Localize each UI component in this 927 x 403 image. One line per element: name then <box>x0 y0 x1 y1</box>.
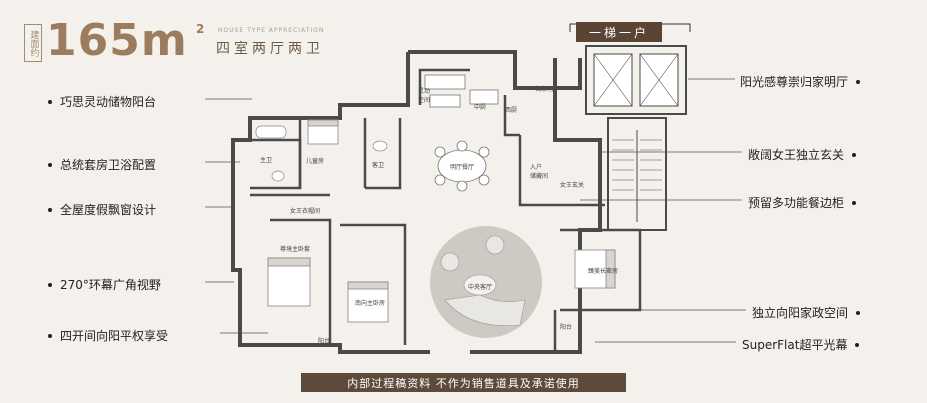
feature-left-4: 270°环幕广角视野 <box>48 276 161 293</box>
kitchen-counters <box>424 74 499 108</box>
room-laundry-label: 灵动 空间 <box>418 88 431 104</box>
area-unit-superscript: 2 <box>196 22 205 36</box>
lift-badge: 一梯一户 <box>576 22 662 42</box>
feature-right-1: 阳光感尊崇归家明厅 <box>740 73 861 90</box>
bullet-dot-icon <box>855 342 860 347</box>
bullet-dot-icon <box>48 282 52 287</box>
feature-left-2-text: 总统套房卫浴配置 <box>60 158 157 172</box>
room-dining-label: 明厅餐厅 <box>450 164 475 171</box>
feature-right-2: 敞阔女王独立玄关 <box>748 146 857 163</box>
room-queen-closet-label: 女王衣帽间 <box>290 208 321 215</box>
room-living-label: 中央客厅 <box>468 284 493 291</box>
feature-left-3: 全屋度假飘窗设计 <box>48 201 156 218</box>
bullet-dot-icon <box>856 79 861 84</box>
feature-left-5: 四开间向阳平权享受 <box>48 327 168 344</box>
english-subtitle: HOUSE TYPE APPRECIATION <box>218 27 325 34</box>
room-queen-foyer-label: 女王玄关 <box>560 182 585 189</box>
elevator-core <box>585 45 687 115</box>
feature-left-2: 总统套房卫浴配置 <box>48 156 156 173</box>
bullet-dot-icon <box>48 207 52 212</box>
area-badge: 建面约 <box>24 24 42 62</box>
feature-left-4-text: 270°环幕广角视野 <box>60 278 161 292</box>
room-guest-bath-label: 客卫 <box>372 162 385 169</box>
feature-right-3-text: 预留多功能餐边柜 <box>748 196 845 210</box>
room-return-hall-label: 归家明厅 <box>535 86 560 93</box>
staircase <box>607 117 667 231</box>
feature-right-1-text: 阳光感尊崇归家明厅 <box>740 75 849 89</box>
room-secondary-bedroom-label: 南向主卧房 <box>355 300 386 307</box>
bullet-dot-icon <box>48 99 52 104</box>
interior-walls <box>250 68 642 350</box>
beds <box>267 119 616 323</box>
house-type-title: 四室两厅两卫 <box>216 41 324 57</box>
living-room-rug <box>430 226 542 338</box>
feature-right-5: SuperFlat超平光幕 <box>742 336 860 353</box>
room-master-bedroom-label: 尊境主卧套 <box>280 246 311 253</box>
feature-left-3-text: 全屋度假飘窗设计 <box>60 203 157 217</box>
area-badge-text: 建面约 <box>28 29 39 57</box>
feature-right-4-text: 独立向阳家政空间 <box>752 306 849 320</box>
room-entry-storage-label: 入户 储藏间 <box>530 164 549 180</box>
feature-right-3: 预留多功能餐边柜 <box>748 194 857 211</box>
feature-left-5-text: 四开间向阳平权享受 <box>60 329 169 343</box>
bullet-dot-icon <box>852 152 857 157</box>
dining-table <box>434 140 490 192</box>
feature-left-1: 巧思灵动储物阳台 <box>48 93 156 110</box>
room-elder-label: 臻美长辈房 <box>588 268 619 275</box>
feature-right-2-text: 敞阔女王独立玄关 <box>748 148 845 162</box>
bullet-dot-icon <box>856 310 861 315</box>
room-terrace-label: 阳台 <box>318 338 331 345</box>
room-western-kitchen-label: 西厨 <box>505 107 518 114</box>
lift-bracket <box>569 23 691 32</box>
area-value: 165m <box>46 15 188 66</box>
room-master-bath-label: 主卫 <box>260 157 273 164</box>
disclaimer-bar: 内部过程稿资料 不作为销售道具及承诺使用 <box>301 373 626 392</box>
room-balcony-label: 阳台 <box>560 324 573 331</box>
bullet-dot-icon <box>48 162 52 167</box>
feature-right-5-text: SuperFlat超平光幕 <box>742 338 848 352</box>
feature-right-4: 独立向阳家政空间 <box>752 304 861 321</box>
outer-walls <box>231 50 602 354</box>
bullet-dot-icon <box>852 200 857 205</box>
room-children-label: 儿童房 <box>306 158 325 165</box>
bath-fixtures <box>255 125 388 182</box>
room-kitchen-label: 中厨 <box>474 104 487 111</box>
bullet-dot-icon <box>48 333 52 338</box>
feature-left-1-text: 巧思灵动储物阳台 <box>60 95 157 109</box>
